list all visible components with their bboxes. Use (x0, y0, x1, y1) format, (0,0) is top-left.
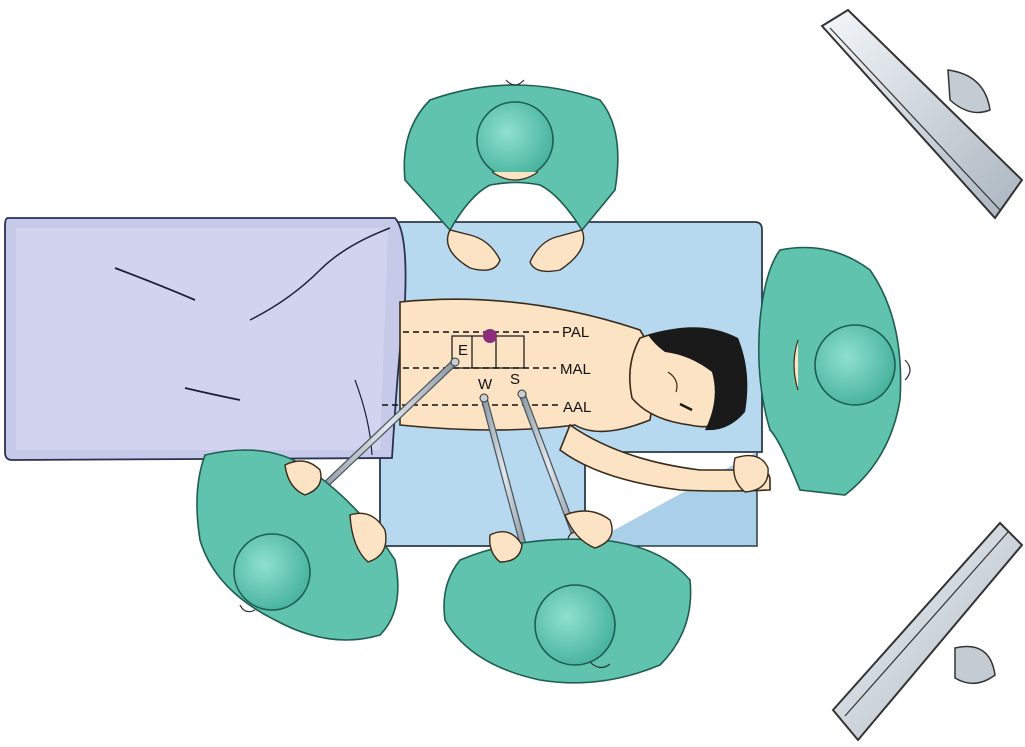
monitor-bottom (833, 523, 1022, 740)
lesion-marker (483, 329, 497, 343)
surgeon-bottom-left (197, 450, 398, 640)
port-label-s: S (510, 371, 520, 388)
port-label-w: W (478, 376, 493, 393)
monitor-top (822, 10, 1022, 218)
purple-leg-drape (5, 218, 406, 460)
label-aal: AAL (563, 399, 591, 416)
port-label-e: E (458, 342, 468, 359)
label-mal: MAL (560, 361, 591, 378)
label-pal: PAL (562, 324, 589, 341)
